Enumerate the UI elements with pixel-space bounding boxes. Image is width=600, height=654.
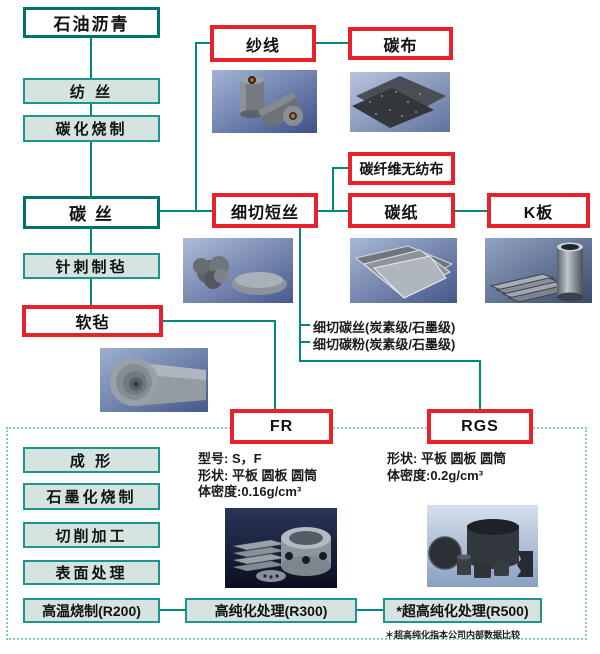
k-board-photo (485, 238, 592, 303)
node-machining: 切削加工 (23, 522, 160, 548)
node-carbonization: 碳化烧制 (23, 115, 160, 142)
node-fr: FR (230, 409, 333, 444)
connector-branch-nonwoven (332, 167, 348, 211)
rgs-products-photo (427, 505, 538, 587)
node-rgs: RGS (427, 409, 533, 444)
node-chopped-strand: 细切短丝 (212, 193, 318, 228)
node-ultra-purification-r500: *超高纯化处理(R500) (383, 598, 542, 623)
node-petroleum-pitch: 石油沥青 (23, 7, 160, 38)
node-carbon-cloth: 碳布 (348, 27, 453, 60)
node-carbon-filament: 碳 丝 (23, 196, 160, 229)
carbon-cloth-photo (350, 72, 450, 132)
node-carbon-paper: 碳纸 (348, 193, 455, 228)
footnote-ultra-purification: ＊超高纯化指本公司内部数据比较 (385, 630, 521, 640)
yarn-spools-photo (212, 70, 317, 133)
node-nonwoven: 碳纤维无纺布 (348, 152, 455, 185)
node-k-board: K板 (487, 193, 590, 228)
fr-products-photo (225, 508, 337, 588)
node-spinning: 纺 丝 (23, 78, 160, 104)
node-forming: 成 形 (23, 447, 160, 473)
node-surface-treatment: 表面处理 (23, 560, 160, 585)
soft-felt-roll-photo (100, 348, 208, 412)
node-purification-r300: 高纯化处理(R300) (185, 598, 357, 623)
fr-spec-density: 体密度:0.16g/cm³ (198, 484, 302, 499)
rgs-spec-block: 形状: 平板 圆板 圆筒 体密度:0.2g/cm³ (387, 451, 506, 484)
node-yarn: 纱线 (210, 25, 316, 62)
node-graphitization: 石墨化烧制 (23, 483, 160, 510)
node-high-temp-firing-r200: 高温烧制(R200) (23, 598, 160, 623)
carbon-paper-photo (350, 238, 457, 303)
fr-spec-model: 型号: S，F (198, 451, 262, 466)
rgs-spec-shape: 形状: 平板 圆板 圆筒 (387, 451, 507, 466)
fr-spec-shape: 形状: 平板 圆板 圆筒 (198, 467, 318, 483)
rgs-spec-density: 体密度:0.2g/cm³ (387, 467, 484, 483)
chopped-fiber-photo (183, 238, 293, 303)
node-soft-felt: 软毡 (22, 305, 163, 337)
fr-spec-block: 型号: S，F 形状: 平板 圆板 圆筒 体密度:0.16g/cm³ (198, 451, 317, 501)
node-needle-felting: 针刺制毡 (23, 253, 160, 279)
label-chopped-carbon-powder: 细切碳粉(炭素级/石墨级) (313, 337, 456, 352)
connector-filament-yarn (195, 42, 210, 211)
